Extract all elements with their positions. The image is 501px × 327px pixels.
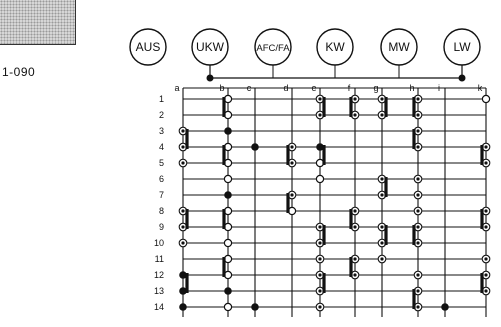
ring-contact-center bbox=[318, 113, 322, 117]
ring-contact-center bbox=[181, 241, 185, 245]
row-number: 2 bbox=[159, 110, 164, 120]
closed-contact bbox=[224, 191, 232, 199]
part-number-caption: 1-090 bbox=[2, 65, 36, 79]
open-contact bbox=[223, 238, 233, 248]
closed-contact bbox=[179, 271, 187, 279]
ring-contact-center bbox=[416, 113, 420, 117]
row-number: 13 bbox=[154, 286, 164, 296]
ring-contact-center bbox=[318, 241, 322, 245]
ring-contact-center bbox=[380, 225, 384, 229]
ring-contact-center bbox=[416, 97, 420, 101]
band-label: KW bbox=[325, 40, 345, 54]
closed-contact bbox=[251, 143, 259, 151]
ring-contact-center bbox=[353, 113, 357, 117]
ring-contact-center bbox=[380, 113, 384, 117]
band-label: AFC/FA bbox=[256, 43, 290, 54]
row-number: 4 bbox=[159, 142, 164, 152]
column-label: a bbox=[174, 83, 179, 93]
row-number: 11 bbox=[155, 254, 164, 264]
closed-contact bbox=[224, 127, 232, 135]
closed-contact bbox=[179, 303, 187, 311]
band-button-circle bbox=[129, 28, 167, 66]
ring-contact-center bbox=[318, 257, 322, 261]
row-number: 6 bbox=[159, 174, 164, 184]
open-contact bbox=[223, 302, 233, 312]
row-number: 12 bbox=[154, 270, 164, 280]
closed-contact bbox=[251, 303, 259, 311]
ring-contact-center bbox=[181, 225, 185, 229]
ring-contact-center bbox=[353, 225, 357, 229]
ring-contact-center bbox=[484, 145, 488, 149]
band-label: MW bbox=[388, 40, 410, 54]
row-number: 14 bbox=[154, 302, 164, 312]
ring-contact-center bbox=[353, 97, 357, 101]
row-number: 9 bbox=[159, 222, 164, 232]
ring-contact-center bbox=[318, 305, 322, 309]
row-number: 10 bbox=[154, 238, 164, 248]
ring-contact-center bbox=[380, 241, 384, 245]
closed-contact bbox=[224, 287, 232, 295]
band-label: UKW bbox=[196, 40, 225, 54]
closed-contact bbox=[179, 287, 187, 295]
ring-contact-center bbox=[484, 161, 488, 165]
ring-contact-center bbox=[290, 161, 294, 165]
row-number: 5 bbox=[159, 158, 164, 168]
ring-contact-center bbox=[484, 257, 488, 261]
band-label: LW bbox=[453, 40, 471, 54]
ring-contact-center bbox=[181, 209, 185, 213]
ring-contact-center bbox=[353, 209, 357, 213]
ring-contact-center bbox=[353, 257, 357, 261]
ring-contact-center bbox=[380, 257, 384, 261]
closed-contact bbox=[316, 143, 324, 151]
ring-contact-center bbox=[416, 289, 420, 293]
band-label: AUS bbox=[136, 40, 161, 54]
ring-contact-center bbox=[353, 273, 357, 277]
thumbnail-image bbox=[0, 0, 76, 45]
ring-contact-center bbox=[484, 273, 488, 277]
ring-contact-center bbox=[416, 193, 420, 197]
ring-contact-center bbox=[380, 97, 384, 101]
row-number: 8 bbox=[159, 206, 164, 216]
ring-contact-center bbox=[416, 129, 420, 133]
ring-contact-center bbox=[380, 193, 384, 197]
ring-contact-center bbox=[318, 273, 322, 277]
ring-contact-center bbox=[181, 145, 185, 149]
ring-contact-center bbox=[290, 193, 294, 197]
ring-contact-center bbox=[416, 241, 420, 245]
ring-contact-center bbox=[181, 161, 185, 165]
ring-contact-center bbox=[416, 209, 420, 213]
open-contact bbox=[223, 174, 233, 184]
row-number: 7 bbox=[159, 190, 164, 200]
ring-contact-center bbox=[484, 289, 488, 293]
row-number: 3 bbox=[159, 126, 164, 136]
ring-contact-center bbox=[318, 97, 322, 101]
ring-contact-center bbox=[416, 305, 420, 309]
open-contact bbox=[481, 94, 491, 104]
ring-contact-center bbox=[318, 289, 322, 293]
ring-contact-center bbox=[290, 145, 294, 149]
ring-contact-center bbox=[380, 177, 384, 181]
ring-contact-center bbox=[181, 129, 185, 133]
open-contact bbox=[315, 174, 325, 184]
ring-contact-center bbox=[318, 225, 322, 229]
ring-contact-center bbox=[416, 225, 420, 229]
ring-contact-center bbox=[484, 209, 488, 213]
ring-contact-center bbox=[484, 225, 488, 229]
closed-contact bbox=[441, 303, 449, 311]
row-number: 1 bbox=[159, 94, 164, 104]
ring-contact-center bbox=[416, 177, 420, 181]
ring-contact-center bbox=[416, 145, 420, 149]
ring-contact-center bbox=[416, 273, 420, 277]
